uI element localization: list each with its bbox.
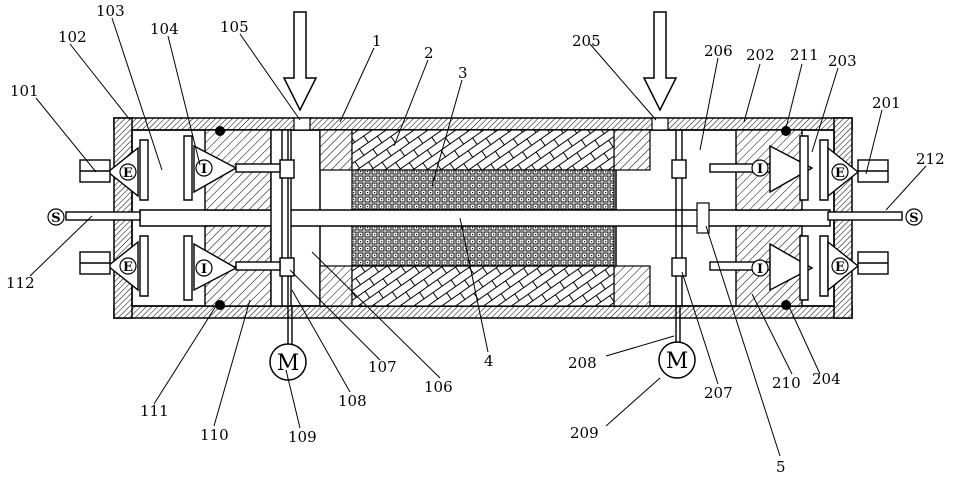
central-shaft — [140, 210, 830, 226]
label-110: 110 — [200, 426, 229, 444]
label-2: 2 — [424, 44, 434, 62]
intake-icon: I — [757, 162, 763, 177]
motor-icon: M — [666, 349, 689, 374]
label-1: 1 — [372, 32, 382, 50]
label-3: 3 — [458, 64, 468, 82]
label-108: 108 — [338, 392, 367, 410]
label-206: 206 — [704, 42, 733, 60]
label-205: 205 — [572, 32, 601, 50]
label-107: 107 — [368, 358, 397, 376]
intake-icon: I — [201, 162, 207, 177]
label-5: 5 — [776, 458, 786, 476]
label-104: 104 — [150, 20, 179, 38]
label-101: 101 — [10, 82, 39, 100]
label-208: 208 — [568, 354, 597, 372]
exhaust-icon: E — [835, 260, 845, 275]
intake-icon: I — [201, 262, 207, 277]
spark-icon: S — [51, 211, 60, 226]
label-105: 105 — [220, 18, 249, 36]
label-109: 109 — [288, 428, 317, 446]
label-103: 103 — [96, 2, 125, 20]
seal-dot — [215, 300, 225, 310]
label-201: 201 — [872, 94, 901, 112]
label-211: 211 — [790, 46, 819, 64]
spark-icon: S — [909, 211, 918, 226]
intake-arrow-right — [644, 12, 676, 110]
label-4: 4 — [484, 352, 494, 370]
exhaust-icon: E — [123, 166, 133, 181]
label-202: 202 — [746, 46, 775, 64]
label-207: 207 — [704, 384, 733, 402]
exhaust-icon: E — [123, 260, 133, 275]
intake-icon: I — [757, 262, 763, 277]
label-210: 210 — [772, 374, 801, 392]
label-203: 203 — [828, 52, 857, 70]
label-112: 112 — [6, 274, 35, 292]
label-209: 209 — [570, 424, 599, 442]
label-102: 102 — [58, 28, 87, 46]
label-212: 212 — [916, 150, 945, 168]
label-106: 106 — [424, 378, 453, 396]
motor-symbols — [270, 342, 695, 380]
label-204: 204 — [812, 370, 841, 388]
intake-arrow-left — [284, 12, 316, 110]
exhaust-icon: E — [835, 166, 845, 181]
label-111: 111 — [140, 402, 169, 420]
motor-icon: M — [277, 351, 300, 376]
seal-dot — [215, 126, 225, 136]
